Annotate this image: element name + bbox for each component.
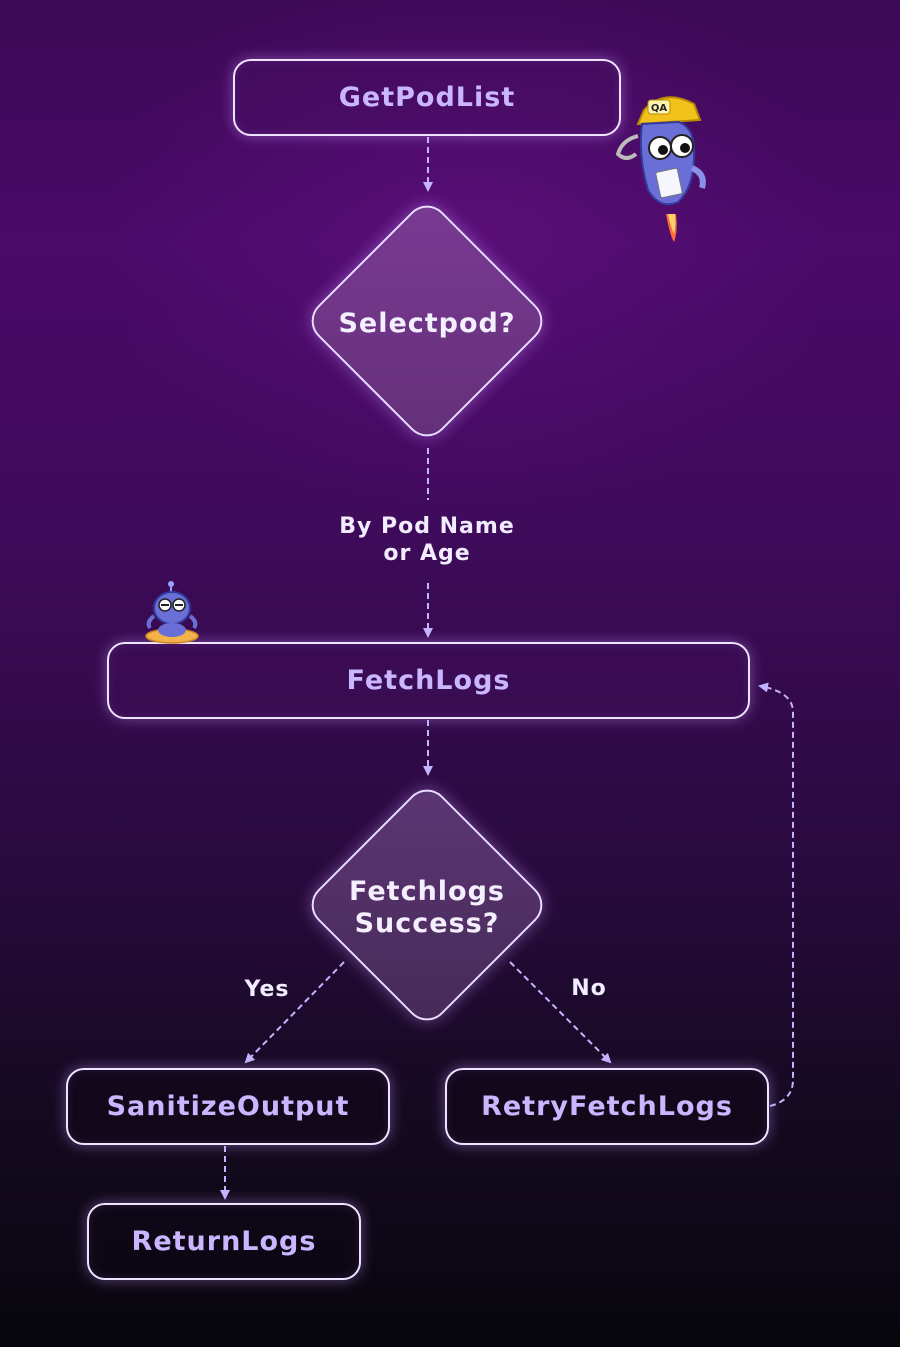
node-get-pod-list-label: GetPodList [338,82,516,113]
node-retry-fetch-logs: RetryFetchLogs [445,1068,769,1145]
qa-rocket-mascot-icon: QA [615,96,706,242]
decision-fetch-success-line2: Success? [354,908,500,939]
edge-label-by-pod-name: By Pod Name or Age [300,513,554,567]
edge-retry-fetchlogs [758,682,794,1107]
node-return-logs-label: ReturnLogs [131,1226,317,1257]
decision-select-pod-label: Selectpod? [338,308,516,339]
decision-fetch-success-line1: Fetchlogs [349,876,505,907]
edge-label-line2: or Age [383,541,471,566]
meditating-mascot-icon [145,581,199,644]
node-fetch-logs-label: FetchLogs [346,665,511,696]
node-return-logs: ReturnLogs [87,1203,361,1280]
node-get-pod-list: GetPodList [233,59,621,136]
node-sanitize-output: SanitizeOutput [66,1068,390,1145]
node-retry-fetch-logs-label: RetryFetchLogs [481,1091,733,1122]
edge-label-yes: Yes [244,977,290,1002]
edge-label-line1: By Pod Name [339,514,515,539]
node-fetch-logs: FetchLogs [107,642,750,719]
node-sanitize-output-label: SanitizeOutput [106,1091,350,1122]
qa-badge-text: QA [651,103,668,114]
edge-decision-retry [509,961,612,1064]
edge-decision-sanitize [244,961,345,1064]
edge-label-no: No [571,976,607,1001]
decision-fetch-success-label: Fetchlogs Success? [300,876,554,940]
